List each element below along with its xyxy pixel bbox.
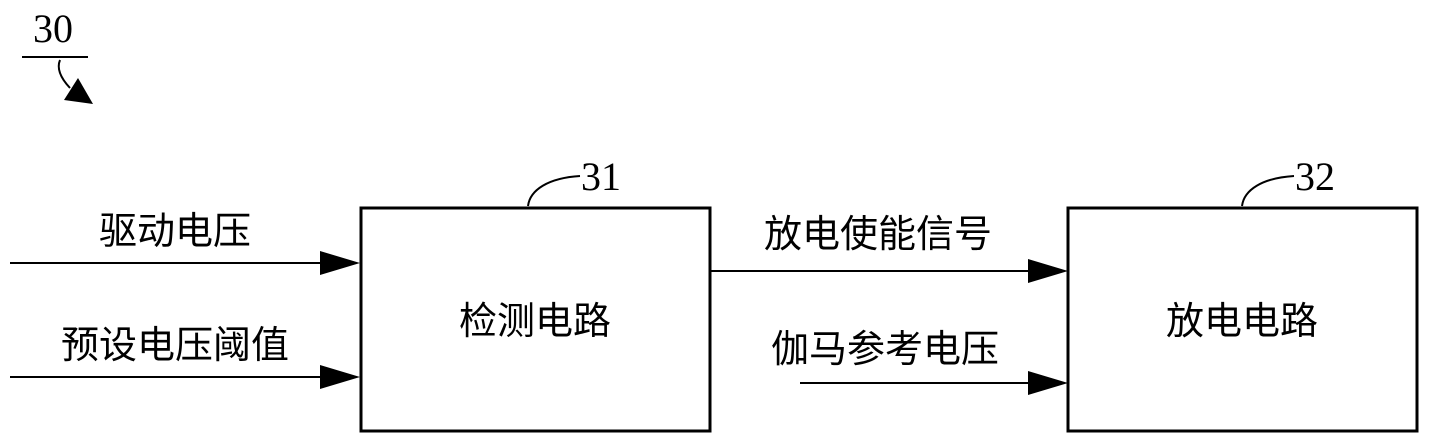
- figure-pointer-arrowhead: [64, 78, 93, 104]
- discharge-circuit-ref-leader: [1241, 175, 1295, 207]
- discharge-enable-label: 放电使能信号: [764, 212, 992, 256]
- detection-circuit-ref-number: 31: [581, 154, 621, 199]
- detection-circuit-ref-leader: [527, 175, 581, 207]
- figure-pointer-curve: [57, 59, 71, 89]
- drive-voltage-arrowhead: [320, 251, 360, 275]
- discharge-circuit-block: [1066, 206, 1419, 433]
- drive-voltage-label: 驱动电压: [99, 209, 251, 253]
- discharge-enable-arrowhead: [1028, 259, 1068, 283]
- detection-circuit-block: [359, 206, 712, 433]
- discharge-circuit-ref-number: 32: [1295, 154, 1335, 199]
- gamma-reference-label: 伽马参考电压: [771, 327, 999, 371]
- preset-threshold-label: 预设电压阈值: [61, 323, 289, 367]
- preset-threshold-arrowhead: [320, 365, 360, 389]
- figure-label: 30: [33, 6, 73, 51]
- detection-circuit-label: 检测电路: [459, 299, 611, 343]
- gamma-reference-arrowhead: [1028, 371, 1068, 395]
- discharge-circuit-label: 放电电路: [1166, 299, 1318, 343]
